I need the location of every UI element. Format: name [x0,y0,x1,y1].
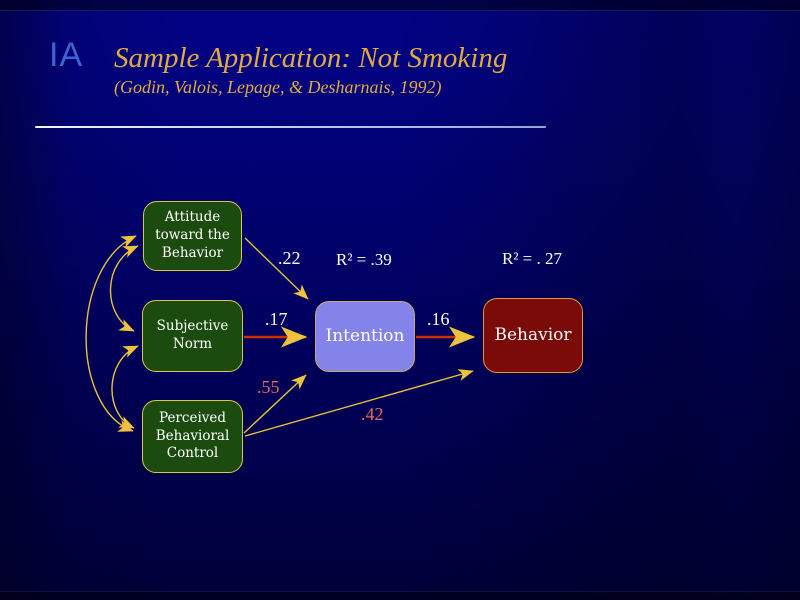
node-intention: Intention [315,301,415,372]
title-divider-line [35,126,546,128]
node-subjective-norm: Subjective Norm [142,300,243,372]
r-squared-behavior: R² = . 27 [502,249,563,268]
ia-logo: IA [49,36,84,74]
slide-subtitle: (Godin, Valois, Lepage, & Desharnais, 19… [114,77,442,97]
node-attitude-toward-behavior: Attitude toward the Behavior [143,201,242,271]
slide-title: Sample Application: Not Smoking [114,42,508,74]
node-perceived-behavioral-control: Perceived Behavioral Control [142,400,243,473]
correlation-arc-attitude-subjective-norm [109,245,139,332]
slide-bottom-border [0,591,800,600]
correlation-arc-subjective-norm-pbc [111,345,139,429]
coefficient-subjective-norm-intention: .17 [265,309,288,329]
coefficient-pbc-intention: .55 [257,377,280,397]
slide-top-border [0,0,800,11]
r-squared-intention: R² = .39 [336,250,392,269]
coefficient-pbc-behavior: .42 [361,404,384,424]
correlation-arc-attitude-pbc [85,235,137,432]
node-behavior: Behavior [483,298,583,373]
coefficient-intention-behavior: .16 [427,309,450,329]
coefficient-attitude-intention: .22 [278,248,301,268]
